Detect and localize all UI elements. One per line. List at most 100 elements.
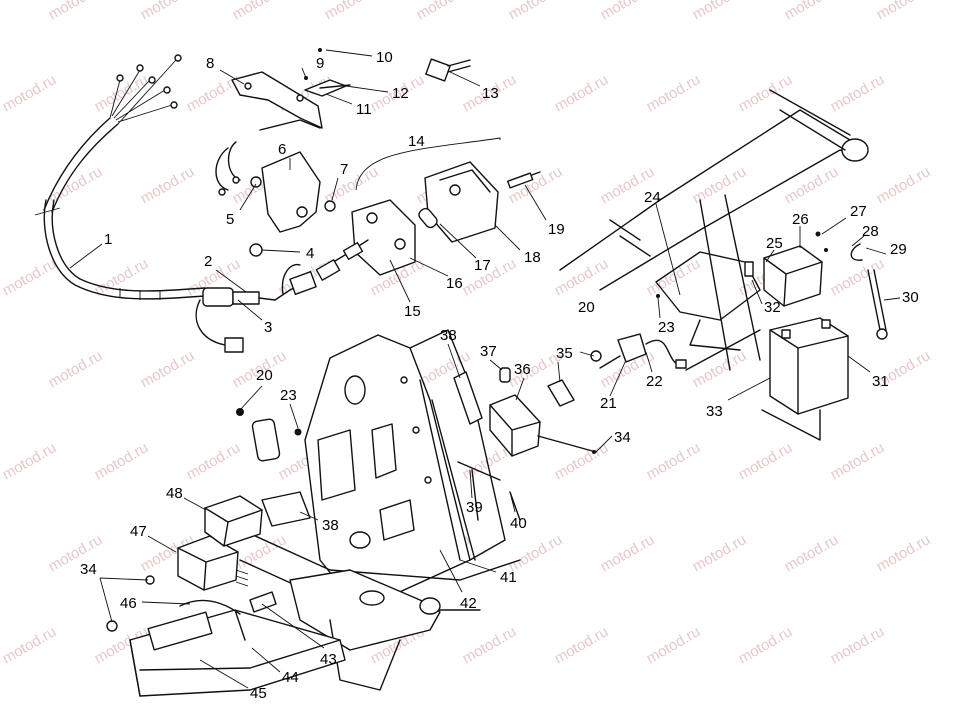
callout-48: 48	[166, 485, 183, 502]
watermark-text-12: motod.ru	[184, 71, 244, 115]
callout-11: 11	[356, 101, 372, 118]
watermark-text-27: motod.ru	[690, 163, 750, 207]
watermark-text-6: motod.ru	[598, 0, 658, 23]
box-47	[177, 535, 249, 591]
connector-13	[425, 58, 471, 82]
callout-17: 17	[474, 257, 491, 274]
watermark-text-19: motod.ru	[828, 71, 888, 115]
watermark-text-47: motod.ru	[690, 347, 750, 391]
watermark-text-10: motod.ru	[0, 71, 59, 115]
watermark-text-4: motod.ru	[414, 0, 474, 23]
callout-8: 8	[206, 55, 214, 72]
watermark-text-36: motod.ru	[552, 255, 612, 299]
taillight-assembly	[315, 137, 541, 281]
watermark-text-5: motod.ru	[506, 0, 566, 23]
lower-frame	[106, 519, 521, 697]
battery-31	[761, 231, 888, 441]
callout-12: 12	[392, 85, 409, 102]
watermark-text-57: motod.ru	[644, 439, 704, 483]
callout-labels: 1 2 3 4 5 6 7 8 9 10 11 12 13 14 15 16 1…	[80, 49, 919, 702]
watermark-text-69: motod.ru	[874, 531, 934, 575]
watermark-text-76: motod.ru	[552, 623, 612, 667]
callout-23: 23	[658, 319, 675, 336]
watermark-text-58: motod.ru	[736, 439, 796, 483]
callout-34b: 34	[80, 561, 97, 578]
callout-26: 26	[792, 211, 809, 228]
callout-34a: 34	[614, 429, 631, 446]
center-panel	[304, 329, 506, 611]
watermark-text-75: motod.ru	[460, 623, 520, 667]
callout-30: 30	[902, 289, 919, 306]
callout-38a: 38	[440, 327, 457, 344]
watermark-text-66: motod.ru	[598, 531, 658, 575]
callout-43: 43	[320, 651, 337, 668]
watermark-text-17: motod.ru	[644, 71, 704, 115]
callout-27: 27	[850, 203, 867, 220]
callout-16: 16	[446, 275, 463, 292]
callout-5: 5	[226, 211, 234, 228]
leader-lines	[69, 49, 901, 689]
watermark-text-30: motod.ru	[0, 255, 59, 299]
watermark-text-31: motod.ru	[92, 255, 152, 299]
callout-47: 47	[130, 523, 147, 540]
watermark-text-1: motod.ru	[138, 0, 198, 23]
callout-41: 41	[500, 569, 517, 586]
watermark-text-77: motod.ru	[644, 623, 704, 667]
watermark-text-3: motod.ru	[322, 0, 382, 23]
callout-38b: 38	[322, 517, 339, 534]
watermark-text-7: motod.ru	[690, 0, 750, 23]
callout-45: 45	[250, 685, 267, 702]
watermark-text-0: motod.ru	[46, 0, 106, 23]
callout-15: 15	[404, 303, 421, 320]
watermark-text-52: motod.ru	[184, 439, 244, 483]
callout-20b: 20	[256, 367, 273, 384]
callout-37: 37	[480, 343, 497, 360]
callout-10: 10	[376, 49, 393, 66]
callout-36: 36	[514, 361, 531, 378]
callout-28: 28	[862, 223, 879, 240]
small-parts	[236, 367, 597, 527]
watermark-text-51: motod.ru	[92, 439, 152, 483]
callout-21: 21	[600, 395, 617, 412]
watermark-text-9: motod.ru	[874, 0, 934, 23]
module-36	[489, 394, 541, 457]
watermark-text-50: motod.ru	[0, 439, 59, 483]
callout-29: 29	[890, 241, 907, 258]
watermark-text-8: motod.ru	[782, 0, 842, 23]
callout-3: 3	[264, 319, 272, 336]
callout-32: 32	[764, 299, 781, 316]
callout-13: 13	[482, 85, 499, 102]
callout-23b: 23	[280, 387, 297, 404]
callout-14: 14	[408, 133, 425, 150]
callout-1: 1	[104, 231, 112, 248]
callout-18: 18	[524, 249, 541, 266]
watermark-text-78: motod.ru	[736, 623, 796, 667]
watermark-text-21: motod.ru	[138, 163, 198, 207]
callout-9: 9	[316, 55, 324, 72]
callout-40: 40	[510, 515, 527, 532]
relay-21-22	[590, 294, 687, 369]
callout-33: 33	[706, 403, 723, 420]
callout-44: 44	[282, 669, 299, 686]
callout-19: 19	[548, 221, 565, 238]
callout-25: 25	[766, 235, 783, 252]
watermark-text-28: motod.ru	[782, 163, 842, 207]
watermark-text-59: motod.ru	[828, 439, 888, 483]
callout-22: 22	[646, 373, 663, 390]
watermark-text-67: motod.ru	[690, 531, 750, 575]
callout-2: 2	[204, 253, 212, 270]
callout-31: 31	[872, 373, 889, 390]
mounting-bracket-8	[231, 48, 351, 131]
callout-6: 6	[278, 141, 286, 158]
watermark-text-68: motod.ru	[782, 531, 842, 575]
callout-35: 35	[556, 345, 573, 362]
watermark-text-40: motod.ru	[46, 347, 106, 391]
watermark-text-41: motod.ru	[138, 347, 198, 391]
callout-7: 7	[340, 161, 348, 178]
frame-rails	[559, 89, 869, 371]
watermark-text-2: motod.ru	[230, 0, 290, 23]
callout-24: 24	[644, 189, 661, 206]
callout-39: 39	[466, 499, 483, 516]
